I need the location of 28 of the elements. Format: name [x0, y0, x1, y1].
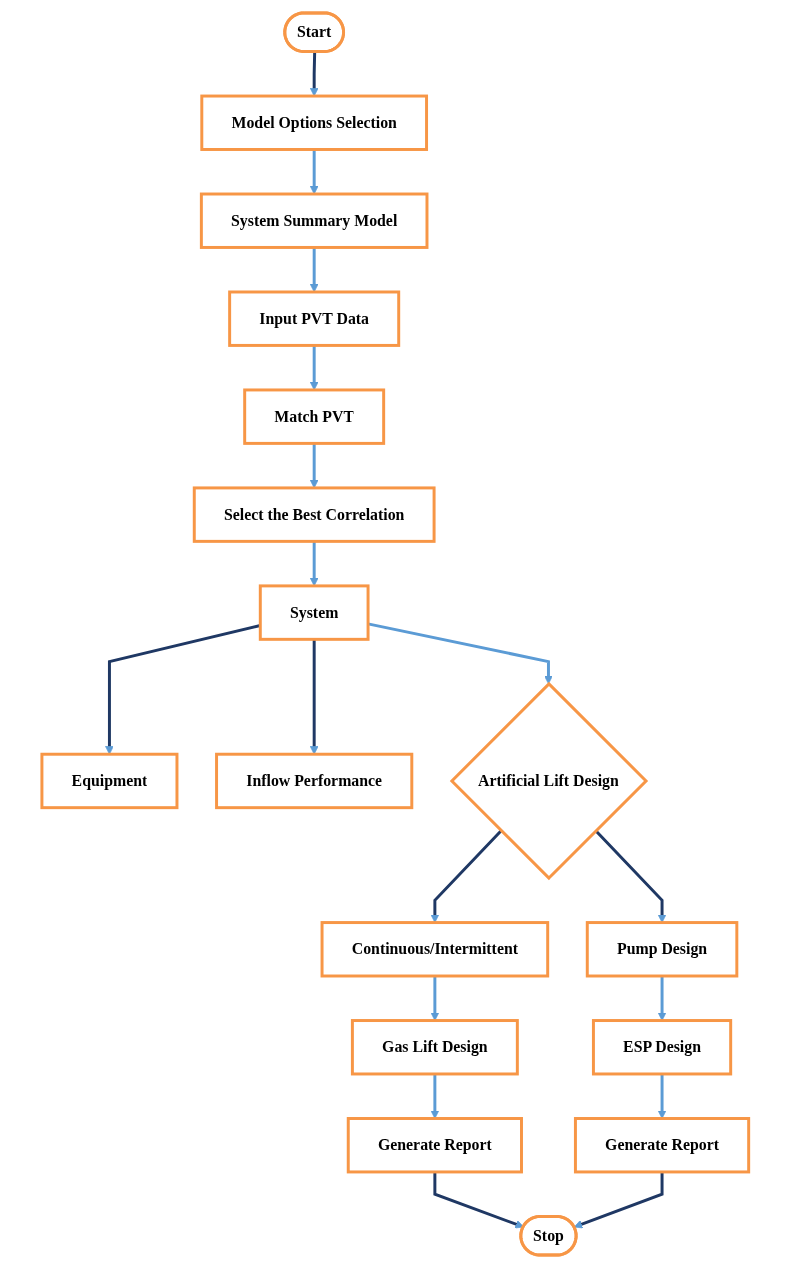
- arrow: [104, 624, 261, 755]
- node-box: Input PVT Data: [227, 290, 400, 347]
- node-box: Match PVT: [242, 388, 385, 445]
- arrow: [367, 622, 553, 685]
- arrow: [594, 829, 667, 923]
- arrow: [430, 976, 439, 1021]
- arrow: [430, 829, 502, 923]
- arrow: [573, 1171, 664, 1229]
- arrow: [309, 149, 319, 195]
- node-box: Pump Design: [585, 921, 738, 978]
- node-diamond: Artificial Lift Design: [449, 681, 648, 881]
- node-box: Equipment: [40, 752, 179, 810]
- arrow: [657, 1073, 667, 1119]
- node-box: System Summary Model: [199, 192, 429, 249]
- node-box: ESP Design: [591, 1019, 732, 1076]
- node-box: Select the Best Correlation: [192, 486, 436, 543]
- arrow: [657, 976, 667, 1021]
- node-box: Continuous/Intermittent: [320, 921, 549, 978]
- node-box: Generate Report: [573, 1117, 750, 1174]
- node-box: Model Options Selection: [200, 94, 428, 151]
- node-box: Generate Report: [346, 1117, 523, 1174]
- arrow: [309, 639, 319, 755]
- arrow: [430, 1073, 439, 1119]
- arrow: [433, 1171, 524, 1229]
- node-box: Inflow Performance: [214, 752, 413, 810]
- arrow: [309, 51, 319, 97]
- node-box: System: [258, 584, 370, 641]
- node-box: Gas Lift Design: [350, 1019, 519, 1076]
